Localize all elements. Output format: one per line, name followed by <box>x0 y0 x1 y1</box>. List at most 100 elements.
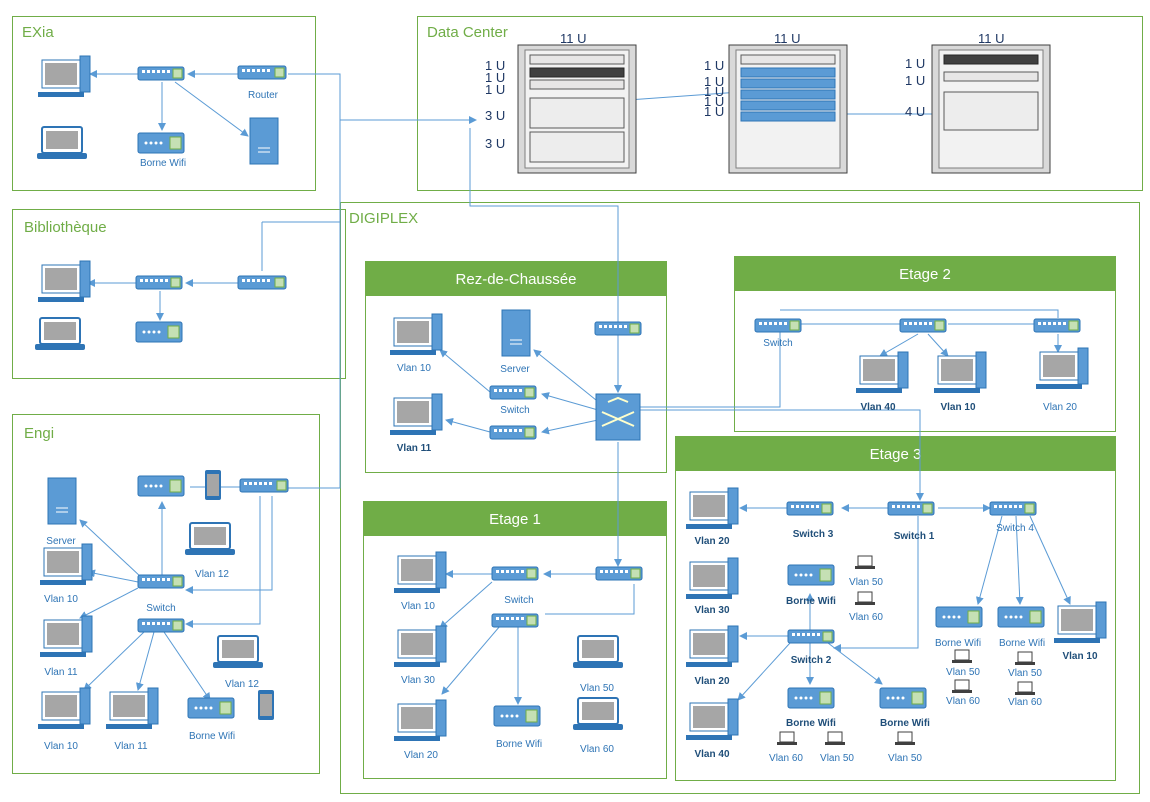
floor-etage3: Etage 3 <box>675 436 1116 781</box>
workstation-icon <box>106 687 159 729</box>
rack-2-u-e: 1 U <box>704 104 725 119</box>
router-icon <box>237 65 287 80</box>
workstation-icon <box>1036 347 1089 389</box>
label-exia-wifi: Borne Wifi <box>139 158 187 169</box>
label-e3-vlan50b: Vlan 50 <box>946 667 980 678</box>
floor-etage1: Etage 1 <box>363 501 667 779</box>
floor-etage3-title: Etage 3 <box>676 437 1115 471</box>
rack-2-u-a: 1 U <box>704 58 725 73</box>
label-e1-vlan50: Vlan 50 <box>580 683 614 694</box>
label-e3-wifi-a: Borne Wifi <box>786 596 836 607</box>
floor-rdc-title: Rez-de-Chaussée <box>366 262 666 296</box>
label-rdc-vlan11: Vlan 11 <box>396 443 432 454</box>
access-point-icon <box>787 687 835 709</box>
laptop-icon <box>1015 681 1035 695</box>
switch-icon <box>491 566 539 581</box>
rack-3-u-c: 4 U <box>905 104 926 119</box>
workstation-icon <box>686 625 739 667</box>
label-e3-wifi-b: Borne Wifi <box>934 638 982 649</box>
label-e3-vlan50c: Vlan 50 <box>1008 668 1042 679</box>
access-point-icon <box>787 564 835 586</box>
zone-bibliotheque <box>12 209 346 379</box>
rack-3-u-a: 1 U <box>905 56 926 71</box>
label-router: Router <box>247 90 279 101</box>
workstation-icon <box>40 615 93 657</box>
label-e3-vlan40: Vlan 40 <box>694 749 730 760</box>
laptop-icon <box>213 635 263 668</box>
label-e3-switch2: Switch 2 <box>790 655 832 666</box>
label-engi-vlan10a: Vlan 10 <box>44 594 78 605</box>
access-point-icon <box>493 705 541 727</box>
access-point-icon <box>935 606 983 628</box>
switch-icon <box>595 566 643 581</box>
label-engi-server: Server <box>46 536 76 547</box>
switch-icon <box>135 275 183 290</box>
switch-icon <box>1033 318 1081 333</box>
laptop-icon <box>855 555 875 569</box>
switch-icon <box>899 318 947 333</box>
rack-1-u-e: 3 U <box>485 136 506 151</box>
label-engi-vlan10b: Vlan 10 <box>44 741 78 752</box>
label-e3-vlan60d: Vlan 60 <box>1008 697 1042 708</box>
workstation-icon <box>686 557 739 599</box>
workstation-vlan10 <box>390 313 443 355</box>
zone-bibliotheque-title: Bibliothèque <box>24 219 107 236</box>
laptop-icon <box>825 731 845 745</box>
label-e1-vlan30: Vlan 30 <box>401 675 435 686</box>
switch-1 <box>887 501 935 516</box>
laptop-icon <box>573 697 623 730</box>
rack-1-u-b: 1 U <box>485 70 506 85</box>
label-e3-vlan60c: Vlan 60 <box>769 753 803 764</box>
switch-2 <box>787 629 835 644</box>
rack-2-u-c: 1 U <box>704 84 725 99</box>
label-e1-wifi: Borne Wifi <box>495 739 543 750</box>
server-icon <box>501 309 531 357</box>
switch-icon <box>137 66 185 81</box>
workstation-icon <box>38 260 91 302</box>
rack-2-height: 11 U <box>774 31 801 46</box>
switch-icon <box>137 618 185 633</box>
rack-1 <box>517 44 637 174</box>
access-point-icon <box>187 697 235 719</box>
label-e2-vlan20: Vlan 20 <box>1043 402 1077 413</box>
switch-icon <box>491 613 539 628</box>
laptop-icon <box>855 591 875 605</box>
laptop-icon <box>37 126 87 159</box>
zone-datacenter <box>417 16 1143 191</box>
workstation-icon <box>38 687 91 729</box>
label-rdc-switch: Switch <box>500 405 530 416</box>
label-e3-vlan20a: Vlan 20 <box>694 536 730 547</box>
rack-3-u-b: 1 U <box>905 73 926 88</box>
switch-rdc-b <box>489 425 537 440</box>
label-e1-switch: Switch <box>504 595 534 606</box>
workstation-vlan30 <box>394 625 447 667</box>
workstation-vlan10 <box>394 551 447 593</box>
server-icon <box>47 477 77 525</box>
label-engi-vlan11b: Vlan 11 <box>114 741 148 752</box>
label-e3-switch4: Switch 4 <box>996 523 1034 534</box>
floor-rdc: Rez-de-Chaussée <box>365 261 667 473</box>
laptop-icon <box>573 635 623 668</box>
label-e1-vlan10: Vlan 10 <box>401 601 435 612</box>
label-engi-vlan12b: Vlan 12 <box>225 679 259 690</box>
floor-etage2-title: Etage 2 <box>735 257 1115 291</box>
label-e1-vlan20: Vlan 20 <box>404 750 438 761</box>
access-point-icon <box>879 687 927 709</box>
rack-2-u-b: 1 U <box>704 74 725 89</box>
label-rdc-server: Server <box>500 364 530 375</box>
label-e3-vlan50a: Vlan 50 <box>849 577 883 588</box>
laptop-icon <box>185 522 235 555</box>
laptop-icon <box>777 731 797 745</box>
zone-exia <box>12 16 316 191</box>
label-engi-vlan12a: Vlan 12 <box>195 569 229 580</box>
tablet-icon <box>205 470 221 500</box>
label-e2-vlan40: Vlan 40 <box>860 402 896 413</box>
workstation-icon <box>686 487 739 529</box>
workstation-icon <box>934 351 987 393</box>
workstation-icon <box>40 543 93 585</box>
laptop-icon <box>1015 651 1035 665</box>
access-point-icon <box>137 475 185 497</box>
